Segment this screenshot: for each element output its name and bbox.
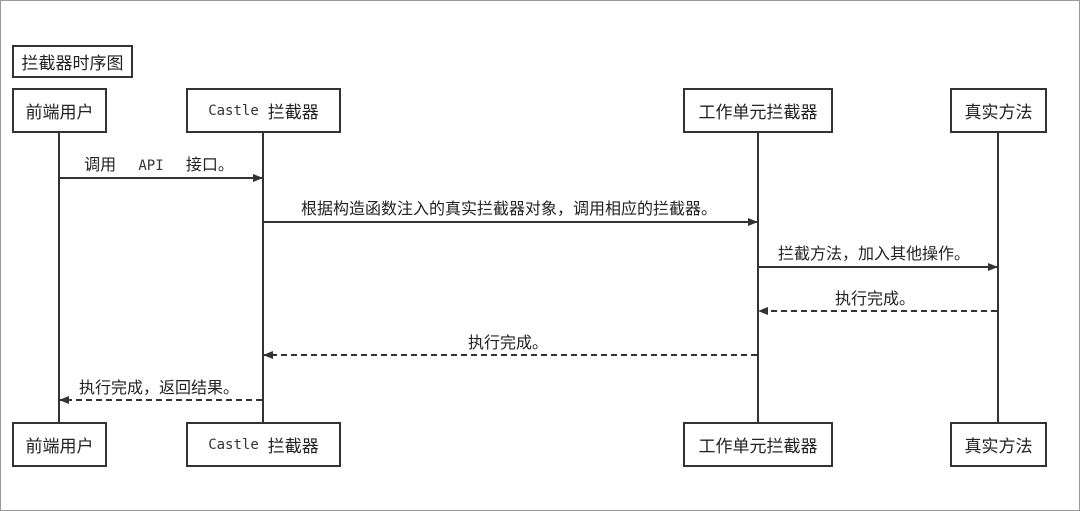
- message-code-part: API: [138, 158, 164, 174]
- participant-label: 工作单元拦截器: [698, 103, 818, 123]
- participant-label: 真实方法: [964, 437, 1033, 457]
- message-text: 执行完成。: [834, 289, 916, 308]
- participant-label: 真实方法: [964, 103, 1033, 123]
- participant-top-p3: 工作单元拦截器: [683, 88, 833, 133]
- message-label-m1: 调用 API 接口。: [84, 151, 234, 175]
- message-label-m2: 根据构造函数注入的真实拦截器对象，调用相应的拦截器。: [301, 195, 717, 219]
- participant-label: 拦截器: [267, 103, 319, 123]
- participant-bottom-p2: Castle 拦截器: [186, 422, 341, 467]
- participant-bottom-p4: 真实方法: [950, 422, 1047, 467]
- message-label-m3: 拦截方法，加入其他操作。: [778, 240, 970, 264]
- participant-label: 拦截器: [267, 437, 319, 457]
- participant-top-p4: 真实方法: [950, 88, 1047, 133]
- diagram-title: 拦截器时序图: [12, 45, 133, 78]
- participant-bottom-p3: 工作单元拦截器: [683, 422, 833, 467]
- message-text: 根据构造函数注入的真实拦截器对象，调用相应的拦截器。: [300, 199, 718, 218]
- message-text-part: 调用: [84, 155, 117, 174]
- participant-label: 前端用户: [25, 437, 94, 457]
- participant-label: 前端用户: [25, 103, 94, 123]
- participant-top-p1: 前端用户: [12, 88, 107, 133]
- message-text: 执行完成。: [467, 333, 549, 352]
- participant-code-label: Castle: [208, 102, 259, 119]
- participant-bottom-p1: 前端用户: [12, 422, 107, 467]
- participant-label: 工作单元拦截器: [698, 437, 818, 457]
- message-text-part: 接口。: [185, 155, 234, 174]
- message-label-m4: 执行完成。: [835, 285, 915, 309]
- message-text: 拦截方法，加入其他操作。: [777, 244, 971, 263]
- participant-top-p2: Castle 拦截器: [186, 88, 341, 133]
- diagram-title-text: 拦截器时序图: [21, 54, 124, 74]
- participant-code-label: Castle: [208, 436, 259, 453]
- message-text: 执行完成，返回结果。: [78, 378, 240, 397]
- message-label-m6: 执行完成，返回结果。: [79, 374, 239, 398]
- message-label-m5: 执行完成。: [468, 329, 548, 353]
